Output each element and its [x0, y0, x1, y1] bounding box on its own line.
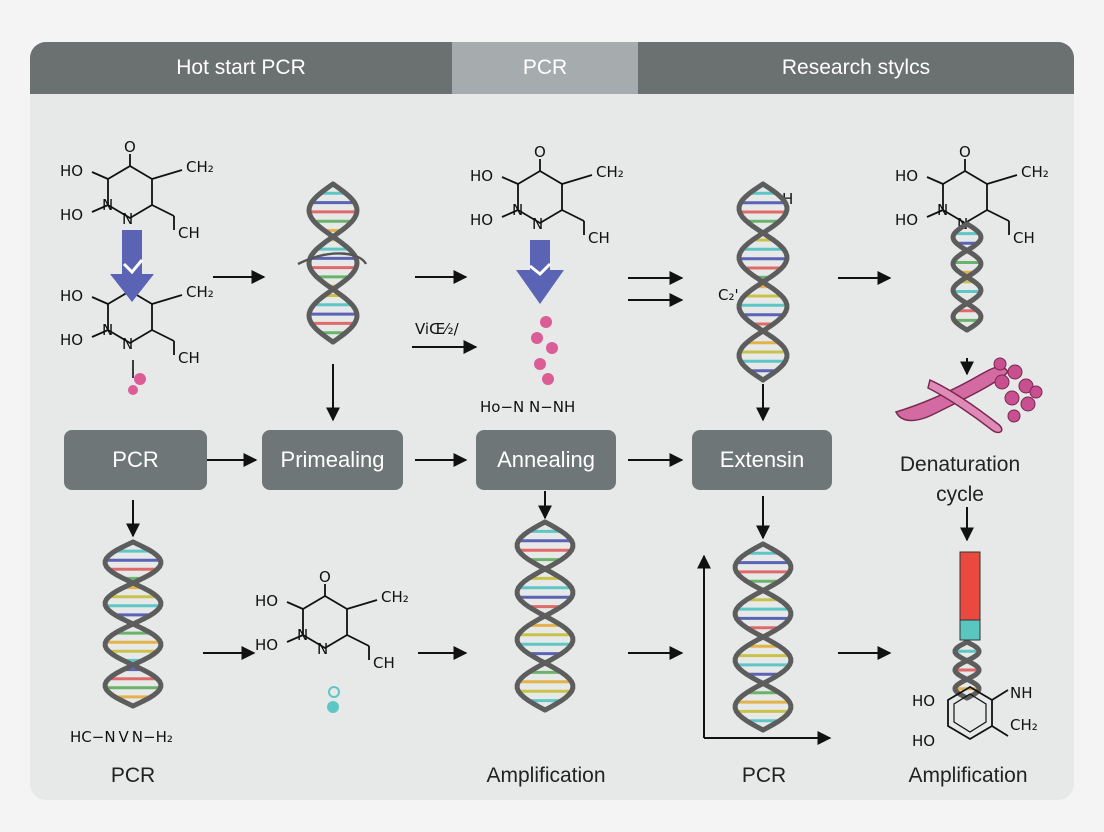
step-pcr[interactable]: PCR [64, 430, 207, 490]
dna-helix-bottom-left [102, 539, 164, 709]
tab-research-styles[interactable]: Research stylcs [638, 42, 1074, 94]
molecule-bottom-center [254, 567, 410, 673]
tab-bar: Hot start PCR PCR Research stylcs [30, 42, 1074, 94]
c2-label: C₂' [718, 286, 739, 304]
vit-k2-label: ViŒ⁄₂/ [415, 320, 460, 338]
diagram-card: Hot start PCR PCR Research stylcs O HO H… [30, 42, 1074, 800]
check-icon [122, 259, 144, 275]
indicator-bar-teal [959, 619, 981, 641]
dna-helix-top-extension [736, 181, 790, 383]
label-amplification-center: Amplification [486, 764, 606, 787]
helix-strand [736, 181, 790, 383]
label-amplification-right: Amplification [908, 764, 1028, 787]
indicator-bar-red [959, 551, 981, 621]
check-icon [529, 262, 552, 277]
helix-strand [306, 181, 360, 345]
blue-arrow-shape-left [110, 230, 154, 302]
label-pcr-bottom-left: PCR [110, 764, 156, 787]
helix-strand [102, 539, 164, 709]
dna-helix-bottom-pcr [732, 541, 794, 733]
dna-helix-top-primealing [306, 181, 360, 345]
molecule-top-left [59, 137, 215, 243]
molecule-top-center [469, 142, 625, 248]
label-denaturation-cycle: Denaturation cycle [899, 453, 1021, 506]
tab-hot-start-pcr[interactable]: Hot start PCR [30, 42, 452, 94]
helix-strand [950, 221, 984, 333]
catechol-ch2: CH₂ [1010, 716, 1038, 734]
molecule-top-right [894, 142, 1050, 248]
helix-strand [732, 541, 794, 733]
step-extension[interactable]: Extensin [692, 430, 832, 490]
plot-axes [697, 554, 832, 745]
catechol-ho-1: HO [912, 692, 935, 710]
pcr-diagram: O HO HO N N CH₂ CH [59, 137, 1050, 750]
molecule-catechol: HO HO NH CH₂ [912, 684, 1038, 750]
catechol-nh: NH [1010, 684, 1033, 702]
protein-blob [894, 357, 1043, 434]
label-pcr-bottom-right: PCR [741, 764, 787, 787]
ho-n-n-nh-label: Ho−N N−NH [480, 398, 575, 416]
helix-strand [952, 639, 982, 701]
helix-strand [514, 519, 576, 713]
tab-pcr[interactable]: PCR [452, 42, 638, 94]
dna-helix-top-right [950, 221, 984, 333]
dna-helix-bottom-amplification [514, 519, 576, 713]
bead-chain-left [128, 360, 146, 395]
flow-arrows [126, 270, 974, 660]
helix-strand [306, 181, 360, 345]
dna-helix-bottom-right [952, 639, 982, 701]
bead-chain-center [531, 316, 558, 385]
helix-strand [952, 639, 982, 701]
hc-n-v-n-h2-label: HC−N V N−H₂ [70, 728, 173, 746]
step-annealing[interactable]: Annealing [476, 430, 616, 490]
catechol-ho-2: HO [912, 732, 935, 750]
step-primealing[interactable]: Primealing [262, 430, 403, 490]
h-label: H [782, 190, 793, 208]
helix-loop-shape [297, 252, 368, 266]
bead-chain-bottom [327, 686, 340, 713]
